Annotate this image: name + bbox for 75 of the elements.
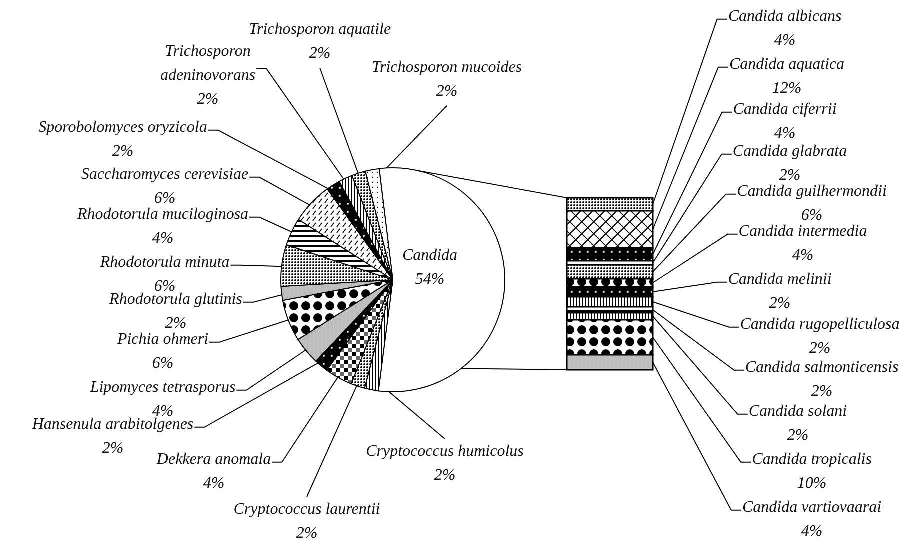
category-label: Trichosporon mucoides — [372, 58, 522, 78]
value-label: 6% — [801, 206, 823, 224]
value-label: 6% — [152, 354, 174, 374]
value-label: 2% — [779, 166, 801, 184]
bar-segment — [566, 312, 654, 321]
category-label: Hansenula arabitolgenes — [32, 416, 194, 435]
category-label: Candida intermedia — [738, 222, 868, 242]
category-label: Candida glabrata — [732, 142, 848, 162]
value-label: 2% — [809, 339, 831, 359]
category-label: Candida — [402, 246, 458, 266]
bar-segment — [566, 210, 654, 249]
value-label: 2% — [436, 82, 458, 102]
value-label: 6% — [154, 189, 176, 208]
value-label: 2% — [197, 90, 219, 110]
bar-segment — [566, 264, 654, 280]
leader-line — [652, 302, 740, 328]
category-label: Candida aquatica — [729, 55, 845, 75]
value-label: 4% — [792, 246, 814, 266]
category-label: Candida guilhermondii — [737, 182, 887, 202]
leader-line — [652, 310, 745, 371]
leader-line — [652, 282, 728, 292]
bar-segment — [566, 296, 654, 308]
value-label: 4% — [152, 229, 174, 249]
category-label: Candida albicans — [728, 7, 842, 27]
bar-segment — [566, 247, 654, 262]
leader-line — [652, 194, 737, 272]
category-label: Lipomyces tetrasporus — [90, 378, 236, 398]
value-label: 4% — [774, 31, 796, 51]
category-label: Trichosporon adeninovorans — [160, 42, 256, 86]
category-label: Candida rugopelliculosa — [740, 315, 900, 335]
category-label: Sporobolomyces oryzicola — [38, 118, 208, 138]
category-label: Cryptococcus humicolus — [366, 442, 524, 462]
value-label: 2% — [112, 142, 134, 162]
value-label: 2% — [787, 426, 809, 446]
value-label: 2% — [309, 44, 331, 64]
category-label: Cryptococcus laurentii — [234, 500, 380, 520]
value-label: 2% — [811, 382, 833, 402]
leader-line — [652, 18, 728, 205]
value-label: 54% — [415, 270, 445, 290]
value-label: 4% — [801, 522, 823, 542]
bar-segment — [566, 197, 654, 212]
leader-line — [652, 112, 733, 255]
value-label: 2% — [769, 294, 791, 314]
leader-line — [652, 316, 748, 415]
category-label: Candida solani — [748, 402, 848, 422]
category-label: Candida salmonticensis — [745, 358, 899, 378]
bar-segment — [566, 319, 654, 356]
leader-line — [652, 234, 738, 284]
category-label: Pichia ohmeri — [117, 330, 209, 350]
bar-segment — [566, 278, 654, 288]
category-label: Candida vartiovaarai — [742, 498, 882, 518]
value-label: 4% — [774, 124, 796, 144]
value-label: 12% — [772, 79, 802, 99]
bar-segment — [566, 354, 654, 371]
bar-segment — [566, 306, 654, 314]
value-label: 10% — [797, 474, 827, 494]
leader-line — [652, 337, 752, 463]
value-label: 2% — [296, 524, 318, 543]
category-label: Candida tropicalis — [752, 450, 872, 470]
leader-line — [652, 154, 732, 264]
category-label: Dekkera anomala — [156, 450, 272, 470]
category-label: Trichosporon aquatile — [248, 20, 392, 40]
category-label: Candida melinii — [728, 270, 832, 290]
value-label: 2% — [434, 466, 456, 486]
value-label: 2% — [165, 314, 187, 332]
category-label: Saccharomyces cerevisiae — [81, 165, 249, 185]
category-label: Candida ciferrii — [733, 100, 837, 120]
value-label: 4% — [203, 474, 225, 494]
bar-segment — [566, 286, 654, 298]
leader-line — [652, 66, 729, 230]
category-label: Rhodotorula muciloginosa — [77, 205, 249, 225]
category-label: Rhodotorula glutinis — [110, 291, 242, 310]
value-label: 2% — [102, 439, 124, 459]
category-label: Rhodotorula minuta — [100, 253, 230, 273]
leader-line — [652, 362, 742, 511]
